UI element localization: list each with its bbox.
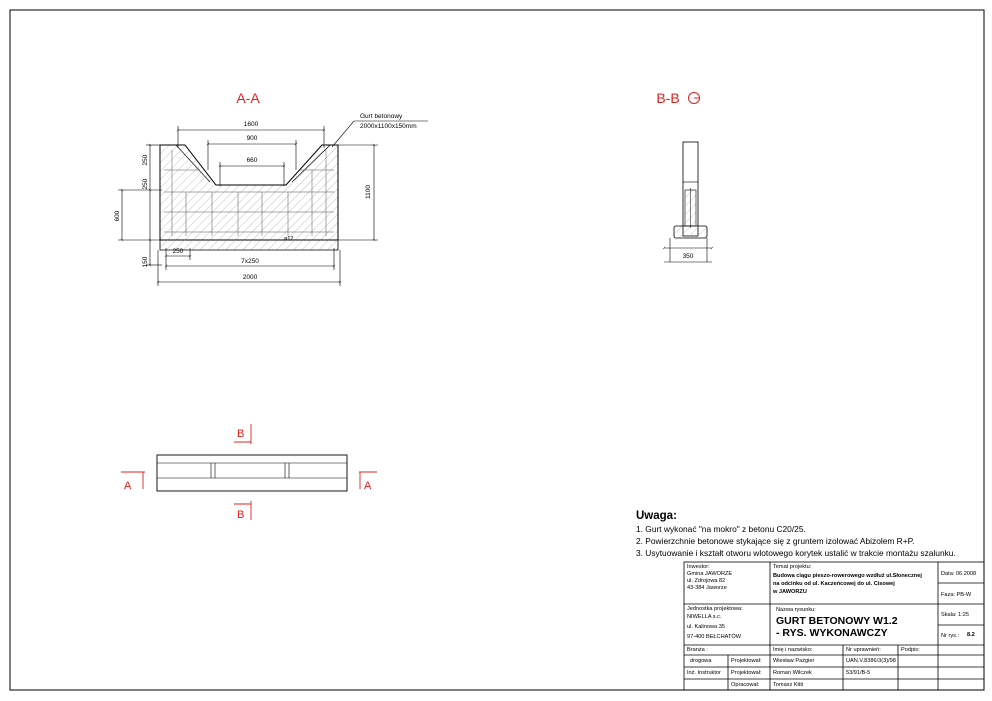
jednostka-label: Jednostka projektowa: <box>687 606 743 612</box>
cut-b-bottom <box>234 501 252 520</box>
inwestor-city: 43-384 Jaworze <box>687 585 727 591</box>
dim-1600 <box>176 126 326 148</box>
temat-line-3: w JAWORZU <box>773 589 807 595</box>
drawing-name-line-1: GURT BETONOWY W1.2 <box>776 615 898 627</box>
jednostka-street: ul. Kalinowa 35 <box>687 624 725 630</box>
temat-label: Temat projektu: <box>773 564 812 570</box>
branza-label: Branża : <box>687 647 708 653</box>
dim-660-label: 660 <box>247 157 258 164</box>
cut-a-left-label: A <box>124 480 132 492</box>
cut-b-top <box>234 424 252 444</box>
inwestor-name: Gmina JAWORZE <box>687 571 733 577</box>
dim-1100 <box>338 143 378 242</box>
drawing-number: 8.2 <box>967 632 975 638</box>
section-bb: B-B 350 <box>656 90 714 263</box>
scale-field: Skala: 1:25 <box>941 612 969 618</box>
branza-value: Inż. Instruktor <box>687 670 721 676</box>
date-field: Data: 06.2008 <box>941 571 977 577</box>
dim-1100-label: 1100 <box>365 185 372 199</box>
section-aa-label: A-A <box>236 90 260 106</box>
note-item: 2. Powierzchnie betonowe stykające się z… <box>636 536 915 546</box>
temat-line-2: na odcinku od ul. Kaczeńcowej do ul. Cis… <box>773 581 895 587</box>
rebar-label: ø12 <box>284 236 293 242</box>
rebar-grid <box>164 150 334 236</box>
inwestor-street: ul. Zdrojowa 82 <box>687 578 726 584</box>
cut-b-top-label: B <box>237 428 244 440</box>
role-label: Projektował: <box>731 658 762 664</box>
dim-250a-label: 250 <box>142 154 149 165</box>
phase-field: Faza: PB-W <box>941 592 972 598</box>
notes-header: Uwaga: <box>636 510 677 522</box>
role-label: Projektował: <box>731 670 762 676</box>
person-name: Wiesław Pażgier <box>773 658 815 664</box>
note-item: 1. Gurt wykonać "na mokro" z betonu C20/… <box>636 524 806 534</box>
jednostka-name: NIWELLA s.c. <box>687 614 722 620</box>
dim-250c-label: 250 <box>173 248 184 255</box>
dim-left-vertical <box>118 143 162 267</box>
inwestor-label: Inwestor: <box>687 564 710 570</box>
dim-350 <box>662 238 714 263</box>
gurt-base <box>159 240 339 251</box>
license-number: UAN.V.8386/3(3)/98 <box>846 658 896 664</box>
cut-b-bottom-label: B <box>237 509 244 521</box>
person-name: Roman Wilczek <box>773 670 812 676</box>
sheet-border <box>9 9 985 691</box>
cut-a-right <box>359 471 377 489</box>
dim-900-label: 900 <box>247 135 258 142</box>
license-column-label: Nr uprawnień: <box>846 647 881 653</box>
dim-900 <box>206 140 298 170</box>
temat-line-1: Budowa ciągu pieszo-rowerowego wzdłuż ul… <box>773 573 922 579</box>
drawing-name-label: Nazwa rysunku: <box>776 607 816 613</box>
person-name: Tomasz Kitti <box>773 682 804 688</box>
cut-a-right-label: A <box>364 480 372 492</box>
license-number: 53/91/B-5 <box>846 670 871 676</box>
title-block-grid <box>683 561 985 691</box>
notes-block: Uwaga: 1. Gurt wykonać "na mokro" z beto… <box>636 510 956 559</box>
section-bb-label: B-B <box>656 90 679 106</box>
gurt-leader <box>331 120 428 148</box>
jednostka-city: 97-400 BEŁCHATÓW <box>687 634 741 640</box>
drawing-name-line-2: - RYS. WYKONAWCZY <box>776 627 888 639</box>
gurt-size: 2000x1100x150mm <box>360 123 417 130</box>
dim-7x250-label: 7x250 <box>241 258 259 265</box>
name-column-label: Imię i nazwisko: <box>773 647 813 653</box>
rotate-symbol-icon <box>688 92 700 104</box>
dim-bottom <box>156 248 342 286</box>
dim-150-label: 150 <box>142 256 149 267</box>
section-aa: A-A ø12 1600 <box>114 90 428 286</box>
cut-a-left <box>121 471 145 489</box>
gurt-title: Gurt betonowy <box>360 113 403 120</box>
dim-350-label: 350 <box>683 253 694 260</box>
role-label: Opracował: <box>731 682 760 688</box>
branza-value: drogowa <box>690 658 712 664</box>
dim-1600-label: 1600 <box>244 121 259 128</box>
signature-column-label: Podpis: <box>901 647 920 653</box>
drawing-number-label: Nr rys.: <box>941 633 960 639</box>
plan-view: A A B B <box>121 424 377 521</box>
dim-2000-label: 2000 <box>243 274 258 281</box>
dim-660 <box>218 162 286 186</box>
dim-250b-label: 250 <box>142 178 149 189</box>
dim-600-label: 600 <box>114 210 121 221</box>
note-item: 3. Usytuowanie i kształt otworu wlotoweg… <box>636 548 956 558</box>
